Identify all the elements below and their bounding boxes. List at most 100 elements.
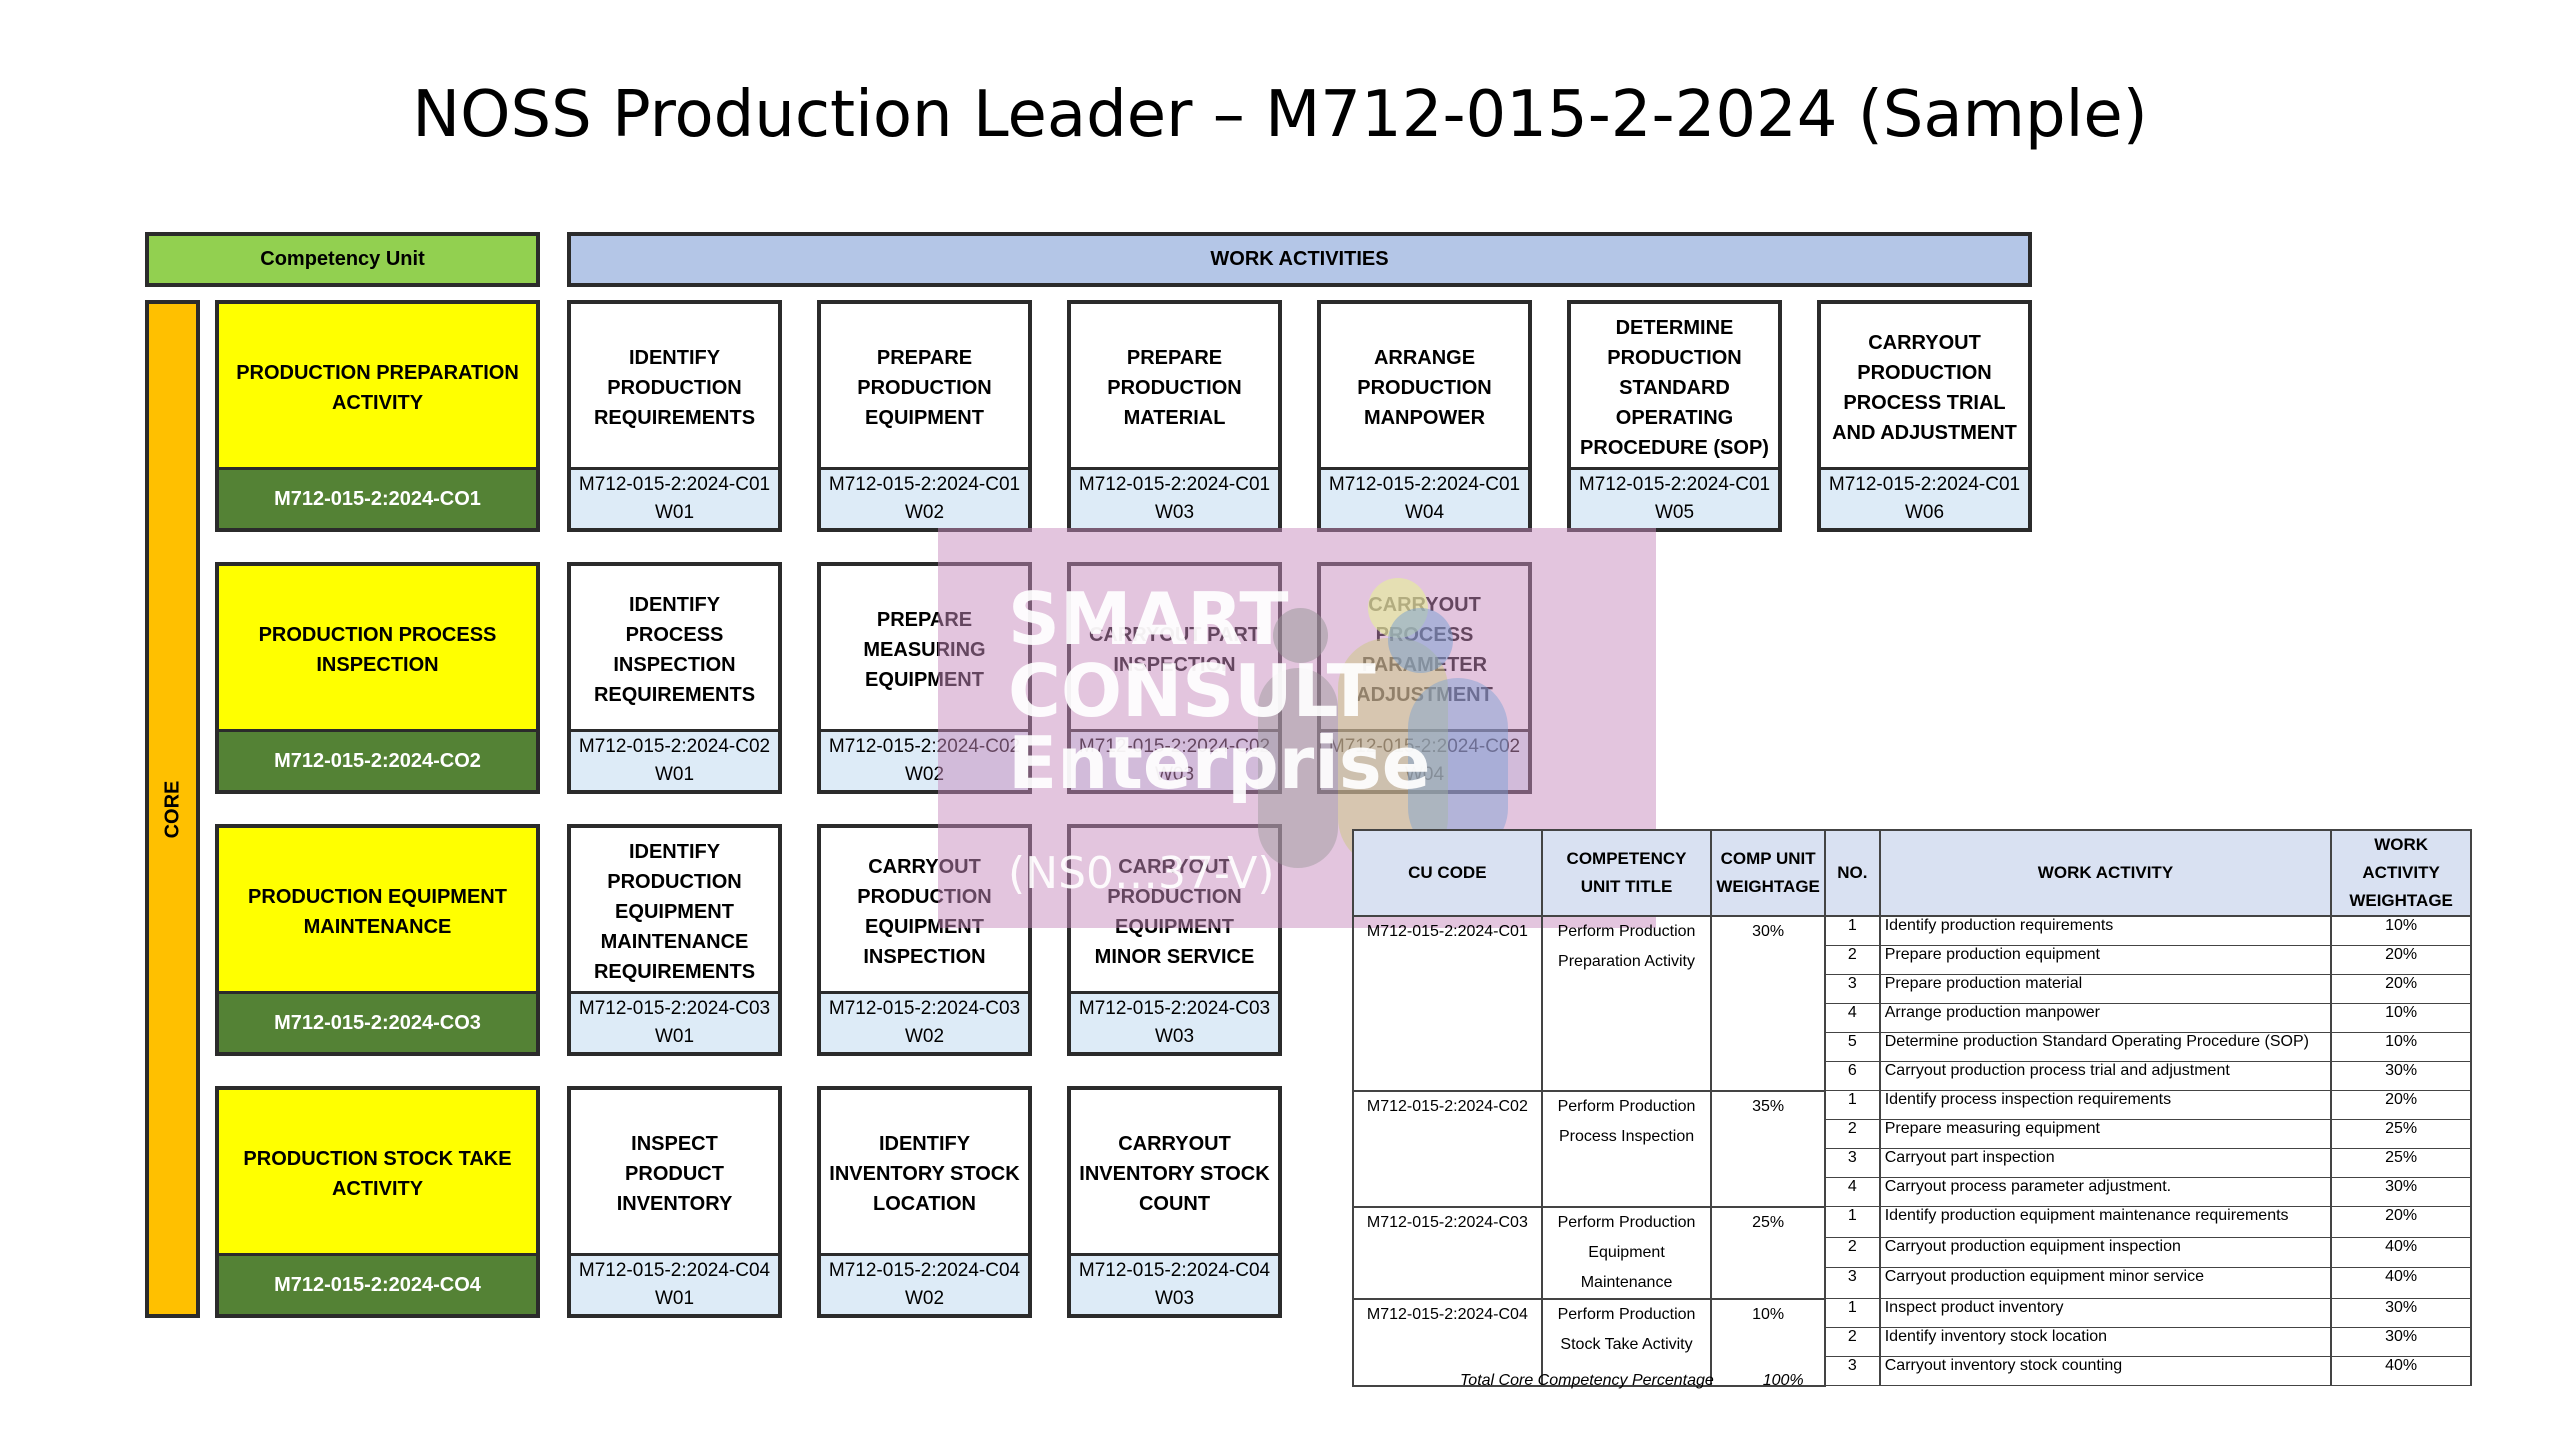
no-cell: 2 bbox=[1823, 1119, 1881, 1149]
wa-weight-cell: 10% bbox=[2330, 1032, 2472, 1062]
total-value: 100% bbox=[1762, 1372, 1804, 1389]
work-activity-box: IDENTIFY PRODUCTION EQUIPMENT MAINTENANC… bbox=[567, 824, 782, 1056]
work-activity-number: W05 bbox=[1654, 502, 1695, 523]
work-activity-box: CARRYOUT PRODUCTION PROCESS TRIAL AND AD… bbox=[1817, 300, 2032, 532]
work-activity-cell: Carryout production process trial and ad… bbox=[1878, 1061, 2333, 1091]
work-activity-title: PREPARE PRODUCTION MATERIAL bbox=[1107, 347, 1242, 429]
work-activity-cu-code: M712-015-2:2024-C03 bbox=[578, 998, 771, 1019]
page-title: NOSS Production Leader – M712-015-2-2024… bbox=[412, 78, 2148, 152]
work-activity-title: ARRANGE PRODUCTION MANPOWER bbox=[1357, 347, 1492, 429]
work-activity-box: INSPECT PRODUCT INVENTORY M712-015-2:2024… bbox=[567, 1086, 782, 1318]
work-activity-number: W02 bbox=[904, 1288, 945, 1309]
work-activity-cell: Carryout part inspection bbox=[1878, 1148, 2333, 1178]
work-activity-cu-code: M712-015-2:2024-C04 bbox=[1078, 1260, 1271, 1281]
work-activity-title: CARRYOUT INVENTORY STOCK COUNT bbox=[1079, 1133, 1270, 1215]
work-activity-number: W01 bbox=[654, 502, 695, 523]
col-wa-weight: WORK ACTIVITY WEIGHTAGE bbox=[2330, 829, 2472, 917]
wa-weight-cell: 25% bbox=[2330, 1119, 2472, 1149]
work-activity-cell: Identify production requirements bbox=[1878, 916, 2333, 946]
work-activity-cu-code: M712-015-2:2024-C01 bbox=[1328, 474, 1521, 495]
work-activity-cell: Carryout production equipment minor serv… bbox=[1878, 1267, 2333, 1299]
work-activity-title: PREPARE PRODUCTION EQUIPMENT bbox=[857, 347, 992, 429]
watermark-subtext: (NS0…37-V) bbox=[1008, 848, 1275, 899]
no-cell: 2 bbox=[1823, 945, 1881, 975]
competency-unit-title: PRODUCTION PROCESS INSPECTION bbox=[258, 624, 497, 676]
work-activity-number: W03 bbox=[1154, 1288, 1195, 1309]
col-cu-title: COMPETENCY UNIT TITLE bbox=[1540, 829, 1713, 917]
competency-unit-code: M712-015-2:2024-CO3 bbox=[219, 991, 536, 1052]
work-activity-cu-code: M712-015-2:2024-C04 bbox=[578, 1260, 771, 1281]
total-label: Total Core Competency Percentage bbox=[1460, 1372, 1714, 1389]
weightage-table: CU CODE COMPETENCY UNIT TITLE COMP UNIT … bbox=[1352, 829, 2472, 1387]
work-activities-header: WORK ACTIVITIES bbox=[567, 232, 2032, 287]
work-activity-cu-code: M712-015-2:2024-C03 bbox=[828, 998, 1021, 1019]
wa-weight-cell: 40% bbox=[2330, 1356, 2472, 1386]
cu-weight-cell: 25% bbox=[1710, 1206, 1826, 1300]
cu-code-cell: M712-015-2:2024-C02 bbox=[1352, 1090, 1543, 1208]
cu-title-cell: Perform Production Equipment Maintenance bbox=[1540, 1206, 1713, 1300]
competency-unit-header: Competency Unit bbox=[145, 232, 540, 287]
competency-unit-title: PRODUCTION STOCK TAKE ACTIVITY bbox=[243, 1148, 512, 1200]
table-header-row: CU CODE COMPETENCY UNIT TITLE COMP UNIT … bbox=[1352, 829, 2472, 917]
work-activity-number: W02 bbox=[904, 502, 945, 523]
no-cell: 3 bbox=[1823, 1267, 1881, 1299]
work-activity-cell: Determine production Standard Operating … bbox=[1878, 1032, 2333, 1062]
wa-weight-cell: 25% bbox=[2330, 1148, 2472, 1178]
work-activity-cell: Identify production equipment maintenanc… bbox=[1878, 1206, 2333, 1238]
no-cell: 2 bbox=[1823, 1327, 1881, 1357]
wa-weight-cell: 40% bbox=[2330, 1237, 2472, 1269]
no-cell: 1 bbox=[1823, 1206, 1881, 1238]
competency-unit-title: PRODUCTION PREPARATION ACTIVITY bbox=[236, 362, 519, 414]
cu-code-cell: M712-015-2:2024-C01 bbox=[1352, 916, 1543, 1092]
wa-weight-cell: 20% bbox=[2330, 945, 2472, 975]
work-activity-title: CARRYOUT PRODUCTION PROCESS TRIAL AND AD… bbox=[1832, 332, 2017, 444]
work-activity-cell: Carryout production equipment inspection bbox=[1878, 1237, 2333, 1269]
col-comp-weight: COMP UNIT WEIGHTAGE bbox=[1710, 829, 1826, 917]
work-activity-cu-code: M712-015-2:2024-C01 bbox=[578, 474, 771, 495]
no-cell: 5 bbox=[1823, 1032, 1881, 1062]
work-activity-cu-code: M712-015-2:2024-C03 bbox=[1078, 998, 1271, 1019]
work-activity-cell: Carryout inventory stock counting bbox=[1878, 1356, 2333, 1386]
work-activity-number: W03 bbox=[1154, 1026, 1195, 1047]
work-activity-number: W02 bbox=[904, 764, 945, 785]
no-cell: 3 bbox=[1823, 974, 1881, 1004]
work-activity-title: IDENTIFY PROCESS INSPECTION REQUIREMENTS bbox=[593, 594, 756, 706]
no-cell: 4 bbox=[1823, 1003, 1881, 1033]
work-activity-cell: Carryout process parameter adjustment. bbox=[1878, 1177, 2333, 1207]
competency-unit-code: M712-015-2:2024-CO1 bbox=[219, 467, 536, 528]
wa-weight-cell: 20% bbox=[2330, 974, 2472, 1004]
work-activity-box: CARRYOUT INVENTORY STOCK COUNT M712-015-2… bbox=[1067, 1086, 1282, 1318]
work-activity-number: W04 bbox=[1404, 502, 1445, 523]
work-activity-cell: Prepare production equipment bbox=[1878, 945, 2333, 975]
work-activity-title: INSPECT PRODUCT INVENTORY bbox=[616, 1133, 733, 1215]
wa-weight-cell: 10% bbox=[2330, 1003, 2472, 1033]
work-activity-cu-code: M712-015-2:2024-C04 bbox=[828, 1260, 1021, 1281]
wa-weight-cell: 10% bbox=[2330, 916, 2472, 946]
work-activity-number: W01 bbox=[654, 764, 695, 785]
no-cell: 3 bbox=[1823, 1148, 1881, 1178]
wa-weight-cell: 20% bbox=[2330, 1206, 2472, 1238]
col-no: NO. bbox=[1823, 829, 1881, 917]
cu-code-cell: M712-015-2:2024-C04 bbox=[1352, 1298, 1543, 1387]
no-cell: 1 bbox=[1823, 1090, 1881, 1120]
no-cell: 3 bbox=[1823, 1356, 1881, 1386]
no-cell: 6 bbox=[1823, 1061, 1881, 1091]
watermark-text: SMART CONSULT Enterprise bbox=[1008, 577, 1431, 805]
cu-title-cell: Perform Production Preparation Activity bbox=[1540, 916, 1713, 1092]
